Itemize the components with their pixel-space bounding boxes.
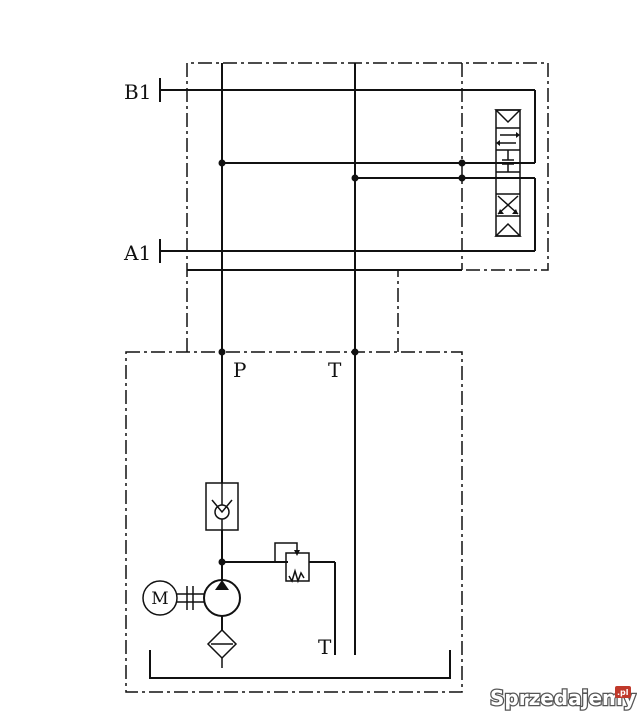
pump <box>203 579 241 630</box>
port-b1-label: B1 <box>124 80 151 104</box>
suction-filter <box>206 628 238 668</box>
port-t-label: T <box>328 358 342 382</box>
power-unit-box <box>125 351 463 693</box>
motor: M <box>142 580 178 616</box>
junction-dot <box>458 174 466 182</box>
junction-dot <box>351 348 359 356</box>
junction-dot <box>218 159 226 167</box>
check-valve <box>205 482 239 531</box>
watermark-badge <box>615 686 631 698</box>
sprzedajemy-watermark: Sprzedajemy .pl <box>489 685 637 712</box>
junction-dot <box>458 159 466 167</box>
reservoir <box>149 650 451 679</box>
watermark-text: Sprzedajemy <box>490 686 636 710</box>
watermark-badge-text: .pl <box>617 688 629 697</box>
valve-block <box>186 62 549 352</box>
relief-valve <box>222 542 336 655</box>
directional-valve-symbol <box>494 109 522 237</box>
motor-label: M <box>151 589 168 609</box>
manifold-lines <box>160 89 536 271</box>
tank-return-t-label: T <box>318 635 332 659</box>
shaft-coupling <box>177 586 205 610</box>
port-p-label: P <box>233 358 246 382</box>
port-a1-label: A1 <box>123 241 151 265</box>
junction-dot <box>351 174 359 182</box>
junction-dot <box>218 348 226 356</box>
